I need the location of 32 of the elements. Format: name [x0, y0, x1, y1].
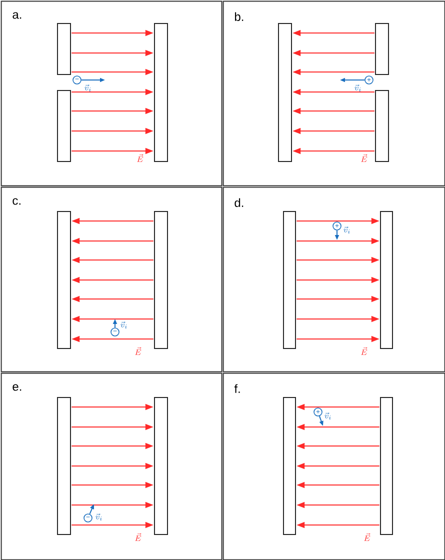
panel-label: f. — [234, 384, 240, 393]
field-label: $\vec{E}$ — [364, 533, 370, 541]
velocity-label: $\vec{v}_i$ — [84, 84, 91, 92]
field-label: $\vec{E}$ — [361, 347, 368, 355]
panel-label: c. — [12, 198, 20, 205]
velocity-label: $\vec{v}_i$ — [324, 412, 331, 420]
capacitor-plate — [57, 23, 71, 75]
capacitor-plate — [380, 211, 393, 349]
capacitor-plate — [283, 211, 296, 349]
capacitor-plate — [375, 90, 389, 162]
capacitor-plate — [154, 23, 168, 162]
panel-label: b. — [234, 12, 244, 21]
velocity-label: $\vec{v}_i$ — [344, 226, 350, 234]
velocity-label: $\vec{v}_i$ — [120, 322, 127, 329]
panel-label: a. — [12, 12, 22, 19]
capacitor-plate — [278, 23, 292, 162]
field-label: $\vec{E}$ — [137, 154, 144, 162]
capacitor-plate — [57, 397, 71, 535]
velocity-label: $\vec{v}_i$ — [96, 514, 102, 521]
field-label: $\vec{E}$ — [135, 533, 142, 541]
field-label: $\vec{E}$ — [135, 347, 142, 355]
capacitor-plate — [154, 211, 168, 349]
field-label: $\vec{E}$ — [361, 154, 368, 162]
capacitor-plate — [57, 211, 71, 349]
capacitor-plate — [154, 397, 168, 535]
panel-label: d. — [234, 198, 244, 207]
velocity-label: $\vec{v}_i$ — [354, 84, 361, 92]
capacitor-plate — [375, 23, 389, 75]
capacitor-plate — [380, 397, 393, 535]
capacitor-plate — [283, 397, 296, 535]
panel-label: e. — [12, 384, 22, 391]
capacitor-plate — [57, 90, 71, 162]
